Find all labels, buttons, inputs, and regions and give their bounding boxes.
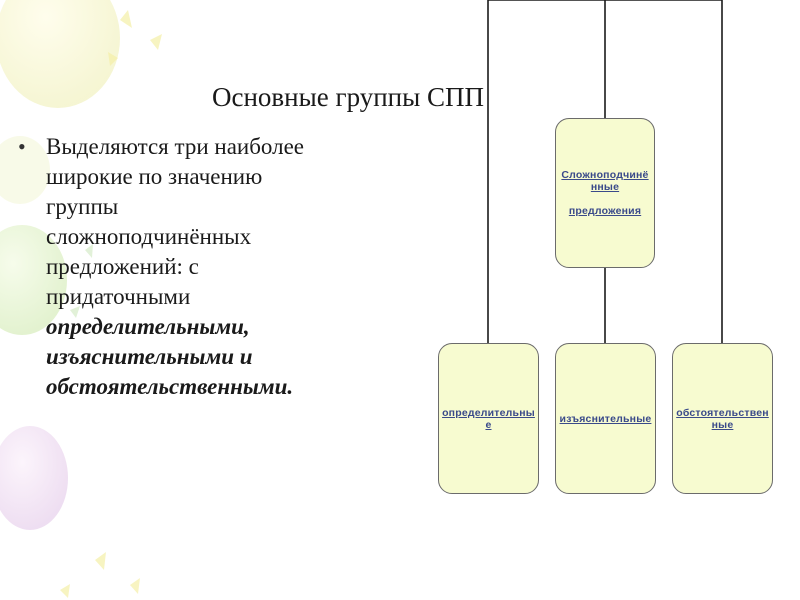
bullet-item: • Выделяются три наиболее широкие по зна… <box>18 132 418 402</box>
bullet-emphasis: обстоятельственными. <box>46 374 294 399</box>
diagram-child-box-explanatory: изъяснительные <box>555 343 656 494</box>
slide-title: Основные группы СПП <box>212 82 485 112</box>
child-label: изъяснительные <box>559 412 652 425</box>
bullet-line: сложноподчинённых <box>46 224 252 249</box>
diagram-child-box-attributive: определительные <box>438 343 539 494</box>
root-label-line1: Сложноподчинённые <box>561 169 649 193</box>
bullet-line: придаточными <box>46 284 191 309</box>
bullet-dot-icon: • <box>18 134 26 159</box>
bullet-emphasis: определительными, <box>46 314 250 339</box>
root-label-line2: предложения <box>568 205 642 217</box>
child-label: обстоятельственные <box>676 406 769 431</box>
diagram-child-box-adverbial: обстоятельственные <box>672 343 773 494</box>
bullet-line: предложений: с <box>46 254 199 279</box>
diagram-root-box: Сложноподчинённые предложения <box>555 118 655 268</box>
bullet-line: широкие по значению <box>46 164 263 189</box>
child-label: определительные <box>442 406 535 431</box>
bullet-line: группы <box>46 194 119 219</box>
bullet-text: Выделяются три наиболее широкие по значе… <box>46 132 418 402</box>
bullet-list: • Выделяются три наиболее широкие по зна… <box>18 132 418 402</box>
bullet-emphasis: изъяснительными и <box>46 344 253 369</box>
bullet-line: Выделяются три наиболее <box>46 134 305 159</box>
